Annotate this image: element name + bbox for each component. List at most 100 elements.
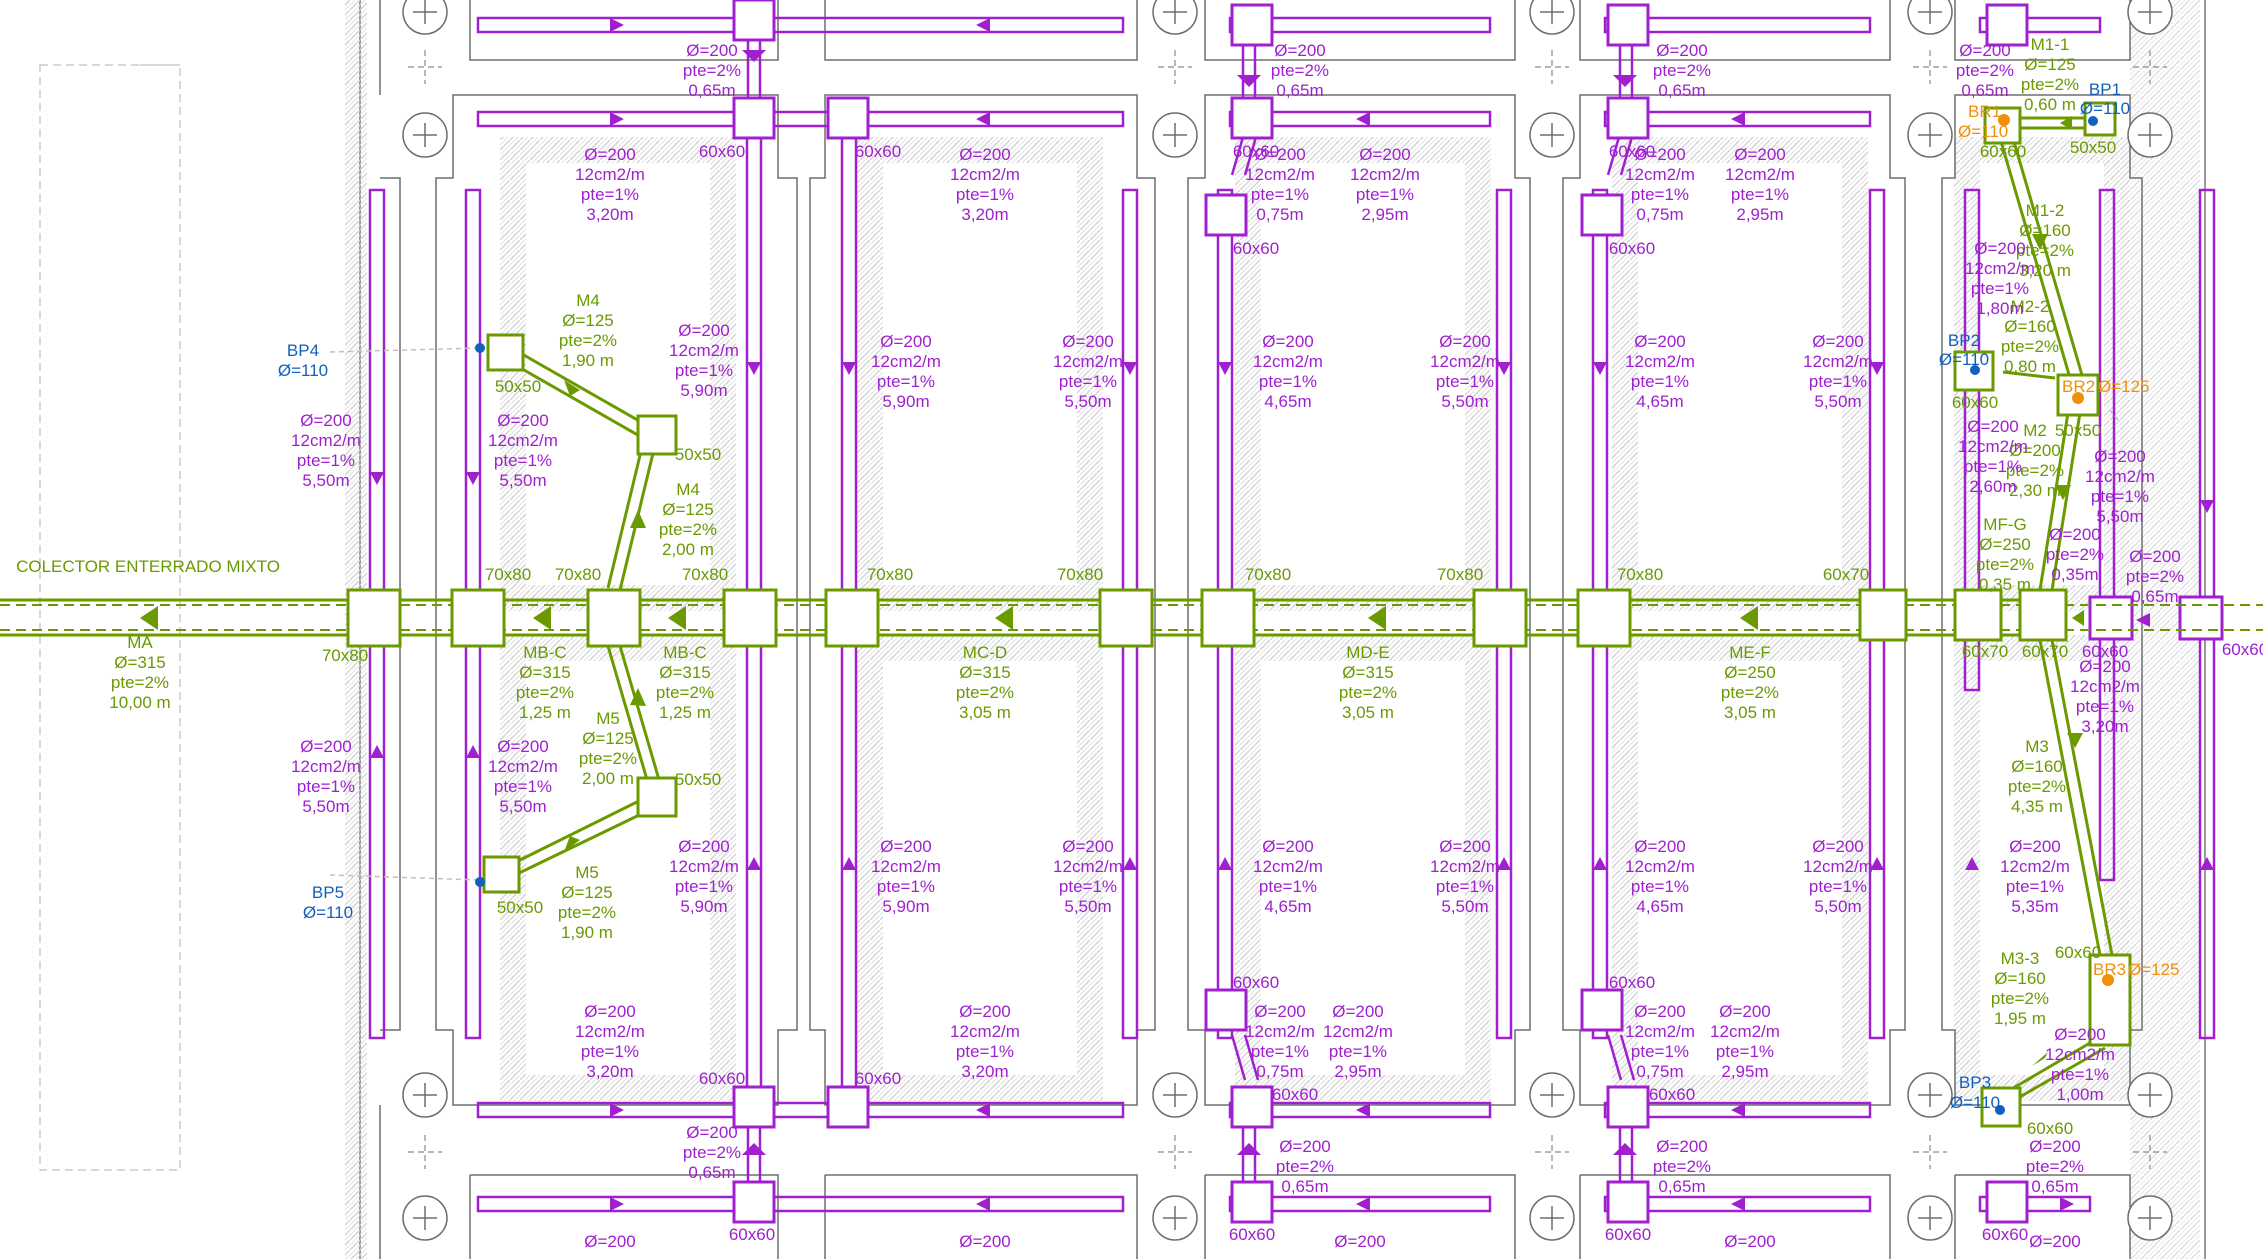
svg-text:pte=1%: pte=1% — [1809, 877, 1867, 896]
svg-text:0,65m: 0,65m — [688, 81, 735, 100]
manhole — [586, 588, 642, 648]
downpipe-dot — [1970, 365, 1980, 375]
svg-text:5,90m: 5,90m — [680, 381, 727, 400]
svg-text:0,65m: 0,65m — [1658, 81, 1705, 100]
collector-title: COLECTOR ENTERRADO MIXTO — [16, 557, 280, 576]
svg-text:12cm2/m: 12cm2/m — [950, 1022, 1020, 1041]
svg-text:12cm2/m: 12cm2/m — [669, 341, 739, 360]
svg-text:12cm2/m: 12cm2/m — [1803, 352, 1873, 371]
segment-name: MC-D — [963, 643, 1007, 662]
svg-text:pte=2%: pte=2% — [1276, 1157, 1334, 1176]
manhole-size: 70x80 — [682, 565, 728, 584]
svg-text:0,65m: 0,65m — [1276, 81, 1323, 100]
branch-length: 0,35 m — [1979, 575, 2031, 594]
segment-length: 1,25 m — [659, 703, 711, 722]
branch-name: M2-2 — [2011, 297, 2050, 316]
svg-text:5,50m: 5,50m — [1064, 392, 1111, 411]
pluvial-diam: Ø=110 — [1950, 1093, 2000, 1112]
svg-text:Ø=200: Ø=200 — [1254, 145, 1306, 164]
svg-text:12cm2/m: 12cm2/m — [291, 757, 361, 776]
svg-text:0,65m: 0,65m — [2031, 1177, 2078, 1196]
rain-branch-dot — [2072, 392, 2084, 404]
svg-text:0,65m: 0,65m — [1961, 81, 2008, 100]
svg-text:pte=1%: pte=1% — [1971, 279, 2029, 298]
segment-name: MB-C — [663, 643, 706, 662]
branch-name: M4 — [676, 480, 700, 499]
svg-text:12cm2/m: 12cm2/m — [575, 165, 645, 184]
branch-length: 0,80 m — [2004, 357, 2056, 376]
svg-text:Ø=200: Ø=200 — [1974, 239, 2026, 258]
svg-text:5,50m: 5,50m — [2096, 507, 2143, 526]
svg-text:12cm2/m: 12cm2/m — [1323, 1022, 1393, 1041]
branch-name: M5 — [596, 709, 620, 728]
svg-text:pte=2%: pte=2% — [683, 61, 741, 80]
branch-slope: pte=2% — [2008, 777, 2066, 796]
svg-text:2,95m: 2,95m — [1721, 1062, 1768, 1081]
svg-text:pte=1%: pte=1% — [877, 877, 935, 896]
manhole-size: 50x50 — [497, 898, 543, 917]
svg-text:Ø=200: Ø=200 — [2054, 1025, 2106, 1044]
manhole — [2018, 588, 2068, 642]
svg-text:Ø=200: Ø=200 — [678, 837, 730, 856]
svg-text:60x60: 60x60 — [1272, 1085, 1318, 1104]
manhole-size: 60x70 — [1823, 565, 1869, 584]
segment-length: 1,25 m — [519, 703, 571, 722]
svg-text:pte=1%: pte=1% — [1059, 372, 1117, 391]
svg-text:pte=1%: pte=1% — [1631, 185, 1689, 204]
branch-length: 0,60 m — [2024, 95, 2076, 114]
svg-text:60x60: 60x60 — [1982, 1225, 2028, 1244]
manhole — [1953, 588, 2003, 642]
svg-text:Ø=200: Ø=200 — [1812, 332, 1864, 351]
svg-text:60x60: 60x60 — [2222, 640, 2263, 659]
manhole — [346, 588, 402, 648]
branch-name: MF-G — [1983, 515, 2026, 534]
pluvial-diam: Ø=110 — [1939, 350, 1989, 369]
branch-length: 1,90 m — [562, 351, 614, 370]
svg-text:5,50m: 5,50m — [1441, 392, 1488, 411]
manhole — [450, 588, 506, 648]
svg-text:12cm2/m: 12cm2/m — [871, 352, 941, 371]
svg-text:pte=1%: pte=1% — [1436, 877, 1494, 896]
inspection-box — [2088, 953, 2132, 1047]
svg-text:Ø=200: Ø=200 — [959, 145, 1011, 164]
svg-text:12cm2/m: 12cm2/m — [871, 857, 941, 876]
drain-pipe — [1963, 188, 1981, 692]
pluvial-diam: Ø=110 — [2080, 99, 2130, 118]
rain-branch-name: BR1 — [1968, 102, 2001, 121]
svg-text:Ø=200: Ø=200 — [686, 1123, 738, 1142]
branch-length: 2,00 m — [662, 540, 714, 559]
manhole-size: 70x80 — [1617, 565, 1663, 584]
manhole — [722, 588, 778, 648]
svg-text:pte=2%: pte=2% — [1956, 61, 2014, 80]
svg-text:Ø=200: Ø=200 — [1959, 41, 2011, 60]
svg-text:Ø=200: Ø=200 — [1334, 1232, 1386, 1251]
svg-text:pte=2%: pte=2% — [1653, 61, 1711, 80]
svg-text:5,50m: 5,50m — [1441, 897, 1488, 916]
svg-text:4,65m: 4,65m — [1264, 392, 1311, 411]
svg-text:4,65m: 4,65m — [1636, 897, 1683, 916]
svg-text:12cm2/m: 12cm2/m — [1253, 352, 1323, 371]
branch-name: M1-2 — [2026, 201, 2065, 220]
svg-text:pte=2%: pte=2% — [1271, 61, 1329, 80]
branch-diam: Ø=200 — [2009, 441, 2061, 460]
svg-text:12cm2/m: 12cm2/m — [669, 857, 739, 876]
branch-name: M3-3 — [2001, 949, 2040, 968]
branch-length: 2,00 m — [582, 769, 634, 788]
svg-text:Ø=200: Ø=200 — [2079, 657, 2131, 676]
manhole — [1576, 588, 1632, 648]
svg-text:60x60: 60x60 — [699, 1069, 745, 1088]
sump — [826, 1085, 870, 1129]
downpipe-dot — [475, 877, 485, 887]
branch-name: M5 — [575, 863, 599, 882]
svg-text:pte=2%: pte=2% — [683, 1143, 741, 1162]
svg-text:60x60: 60x60 — [855, 142, 901, 161]
collector-arrows — [140, 606, 2084, 630]
svg-text:pte=1%: pte=1% — [1259, 877, 1317, 896]
branch-slope: pte=2% — [559, 331, 617, 350]
branch-slope: pte=2% — [2001, 337, 2059, 356]
svg-text:0,75m: 0,75m — [1256, 205, 1303, 224]
svg-text:pte=1%: pte=1% — [1809, 372, 1867, 391]
svg-text:60x60: 60x60 — [1609, 239, 1655, 258]
svg-text:pte=1%: pte=1% — [1356, 185, 1414, 204]
segment-name: MB-C — [523, 643, 566, 662]
